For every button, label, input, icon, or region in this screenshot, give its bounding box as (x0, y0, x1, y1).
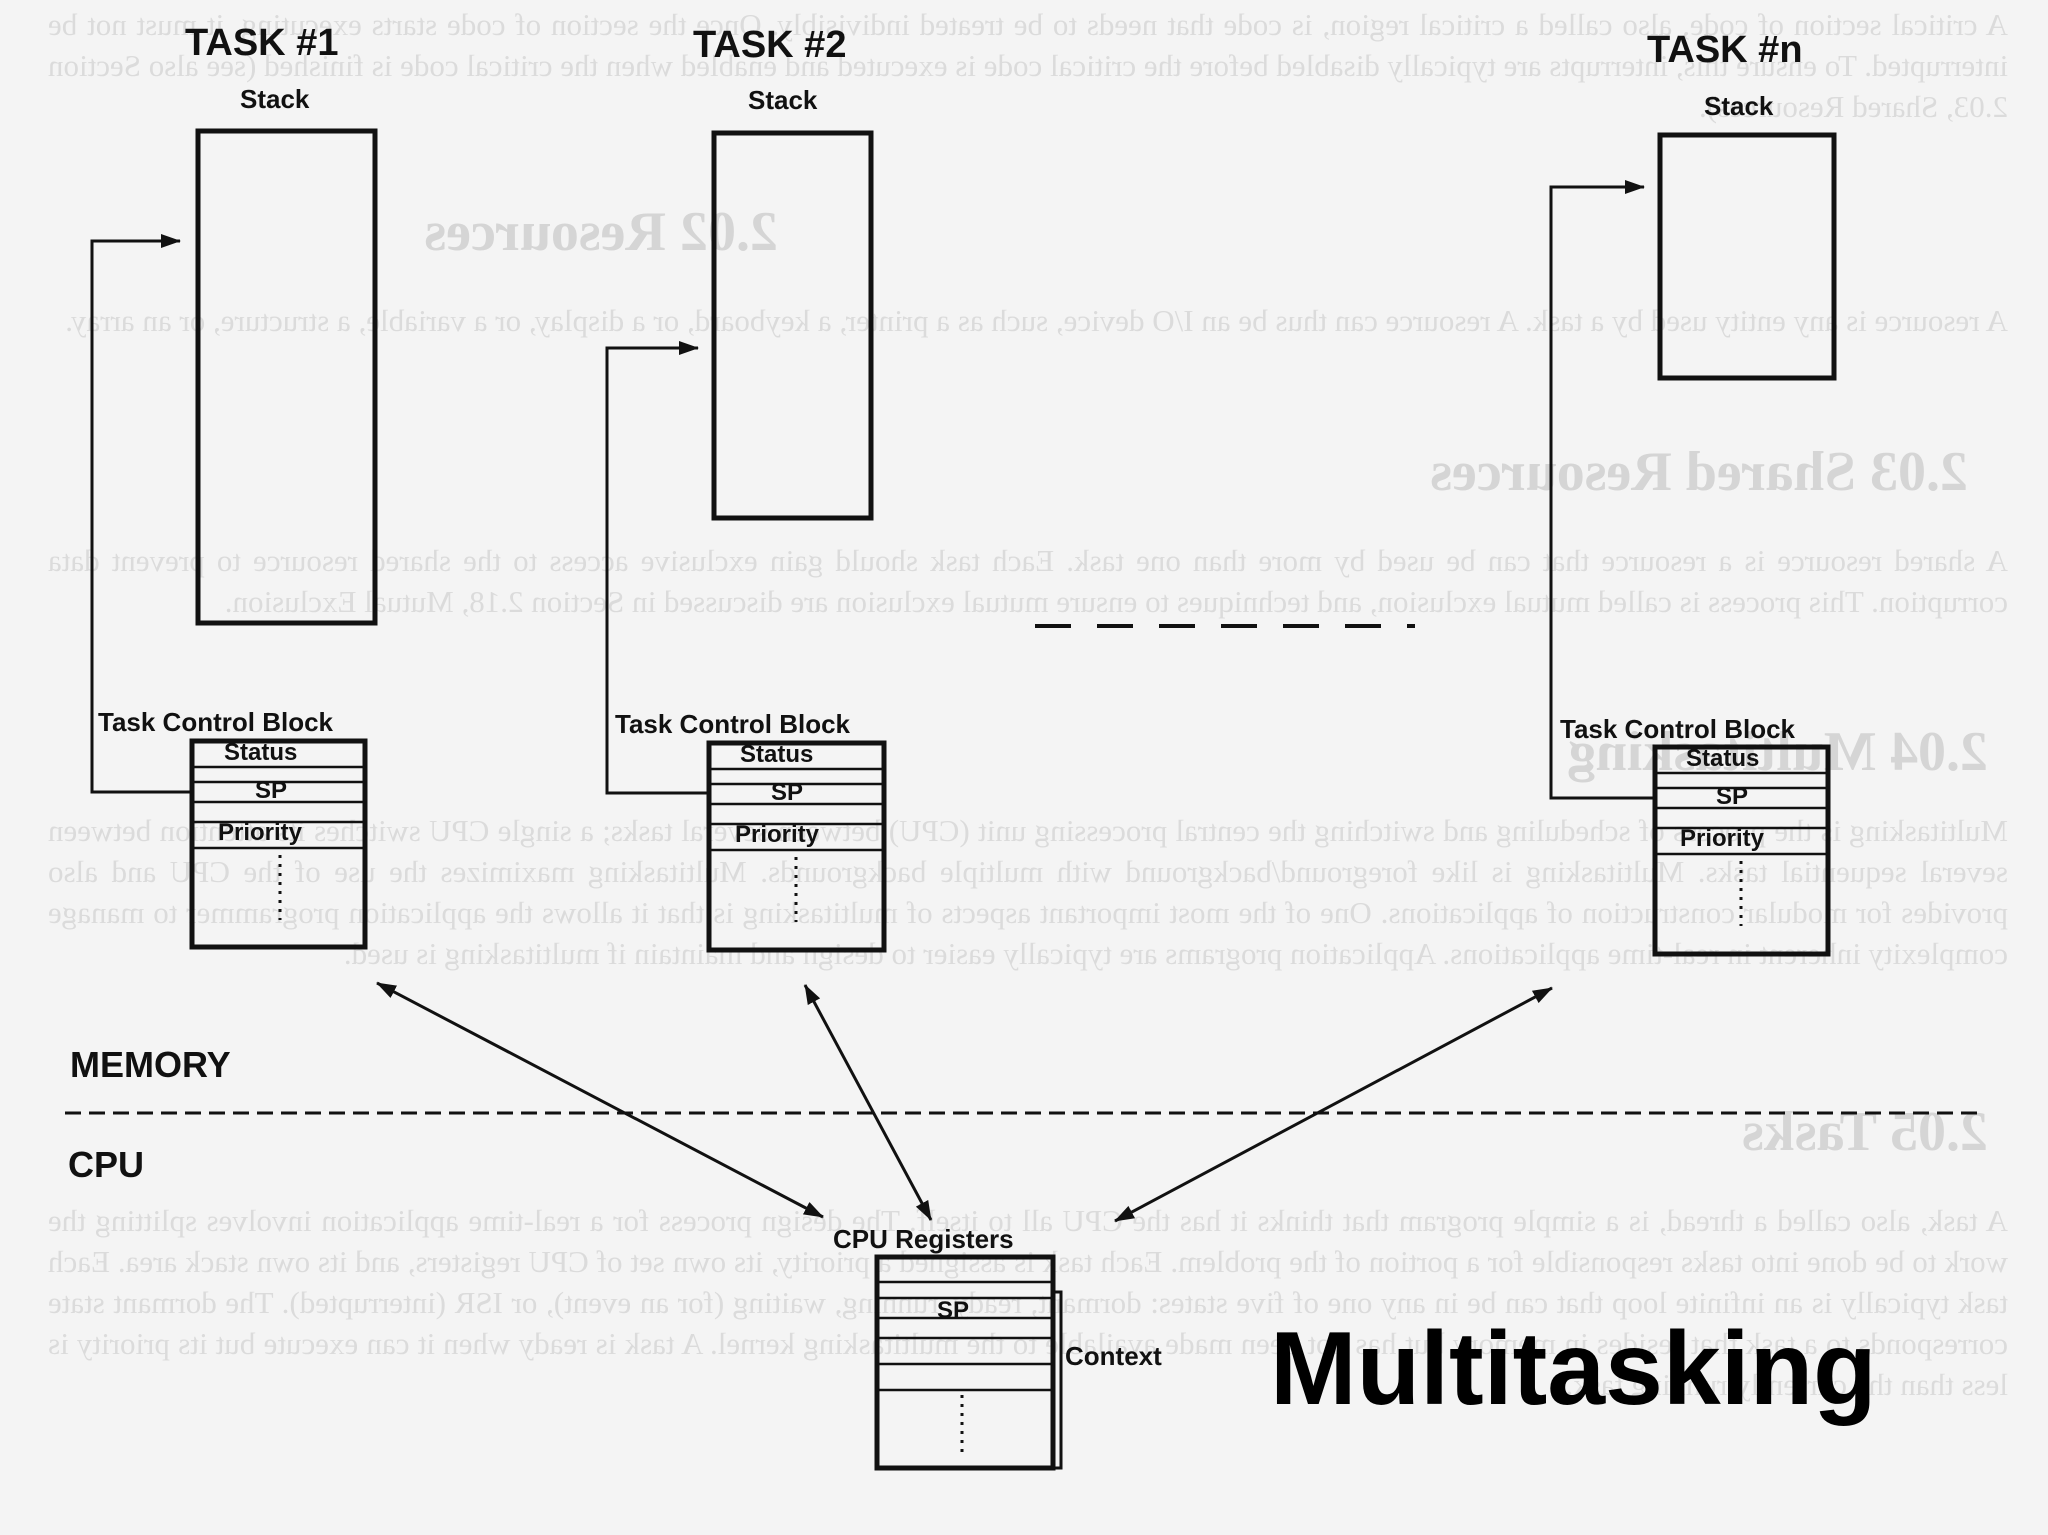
task-2-stack-label: Stack (748, 85, 818, 115)
task-2-title: TASK #2 (693, 24, 846, 66)
task-1-stack (195, 128, 378, 626)
task-2-sp-to-stack-arrow (605, 341, 709, 795)
cpu-registers: CPU Registers SP Context (833, 1224, 1162, 1471)
task-1-tcb: Status SP Priority (189, 738, 368, 950)
task-1-tcb-label: Task Control Block (98, 707, 334, 737)
task-2-status-field: Status (740, 741, 813, 768)
cpu-registers-sp-field: SP (937, 1297, 969, 1324)
context-bracket (1053, 1290, 1063, 1470)
task-2-tcb-label: Task Control Block (615, 709, 851, 739)
task-n-status-field: Status (1686, 745, 1759, 772)
cpu-registers-label: CPU Registers (833, 1224, 1014, 1254)
task-1-status-field: Status (224, 739, 297, 766)
task-1-priority-field: Priority (218, 819, 303, 846)
task-2-stack (711, 130, 874, 521)
task-2-tcb: Status SP Priority (706, 740, 887, 953)
task-1-sp-field: SP (255, 777, 287, 804)
task-2-tcb-box (706, 740, 887, 953)
task-n-stack-label: Stack (1704, 91, 1774, 121)
task-2: TASK #2 Stack Task Control Block Status … (605, 24, 887, 953)
task-n-sp-field: SP (1716, 783, 1748, 810)
slide-title: Multitasking (1270, 1311, 1877, 1427)
task-2-sp-field: SP (771, 779, 803, 806)
task-1-sp-to-stack-arrow (90, 234, 192, 794)
task-n-title: TASK #n (1647, 29, 1803, 71)
task-n-tcb: Status SP Priority (1652, 744, 1831, 957)
task-n: TASK #n Stack Task Control Block Status … (1549, 29, 1837, 957)
cpu-region-label: CPU (68, 1144, 144, 1185)
task-n-tcb-box (1652, 744, 1831, 957)
context-label: Context (1065, 1341, 1162, 1371)
task-1-tcb-box (189, 738, 368, 950)
task-1-context-switch-arrow (376, 981, 824, 1219)
task-2-context-switch-arrow (803, 984, 933, 1221)
task-n-tcb-label: Task Control Block (1560, 714, 1796, 744)
task-1-title: TASK #1 (185, 22, 338, 64)
task-1: TASK #1 Stack Task Control Block Status … (90, 22, 378, 950)
task-n-priority-field: Priority (1680, 825, 1765, 852)
task-n-stack (1657, 132, 1837, 381)
task-1-stack-label: Stack (240, 84, 310, 114)
cpu-registers-box (874, 1254, 1056, 1471)
task-n-context-switch-arrow (1114, 986, 1553, 1223)
memory-region-label: MEMORY (70, 1044, 231, 1085)
task-n-sp-to-stack-arrow (1549, 180, 1655, 800)
task-2-priority-field: Priority (735, 821, 820, 848)
